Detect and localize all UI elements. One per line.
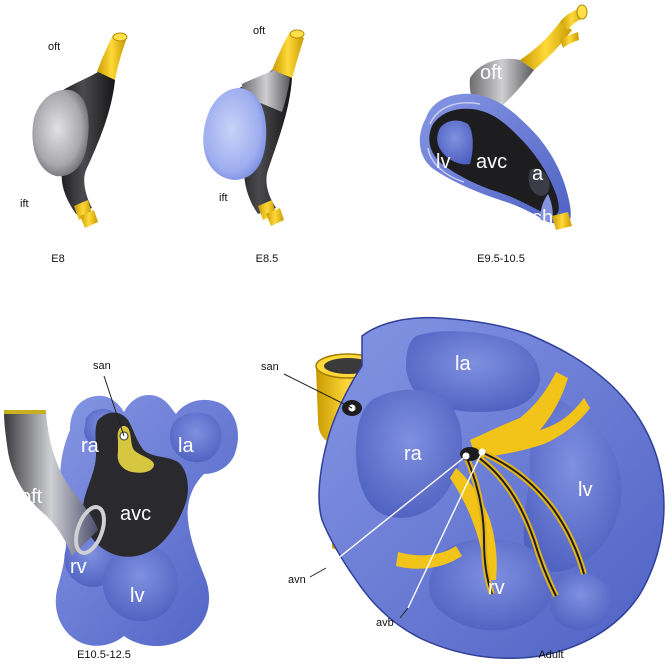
e8-oft-label: oft: [48, 41, 60, 53]
e8-5-caption: E8.5: [256, 253, 279, 265]
adult-la-label: la: [455, 353, 471, 375]
e10-5-san-label: san: [93, 360, 111, 372]
adult-rv-label: rv: [488, 577, 505, 599]
adult-san-leader: [283, 373, 353, 409]
e9-5-caption: E9.5-10.5: [477, 253, 525, 265]
e8-5-oft-label: oft: [253, 25, 265, 37]
e10-5-lv-label: lv: [130, 585, 144, 607]
e9-5-avc-label: avc: [476, 151, 507, 173]
e10-5-rv-label: rv: [70, 556, 87, 578]
adult-avn-label: avn: [288, 574, 306, 586]
adult-ra-label: ra: [404, 443, 423, 465]
e10-5-san-leader: [103, 375, 125, 437]
e8-5-heart-tube: [203, 29, 305, 226]
adult-caption: Adult: [538, 649, 563, 661]
e10-5-caption: E10.5-12.5: [77, 649, 131, 661]
e10-5-avc-label: avc: [120, 503, 151, 525]
e9-5-heart-loop: [419, 4, 588, 230]
stage-adult: san la ra lv rv avn avb Adult: [261, 316, 665, 661]
e10-5-ra-label: ra: [81, 435, 100, 457]
adult-san-label: san: [261, 361, 279, 373]
adult-avn-leader: [325, 455, 467, 569]
e8-caption: E8: [51, 253, 64, 265]
stage-e8: oft ift E8: [20, 32, 128, 265]
e8-heart-tube: [32, 32, 128, 228]
e8-5-ift-label: ift: [219, 192, 228, 204]
e9-5-lv-label: lv: [436, 151, 450, 173]
e10-5-oft-label: oft: [20, 486, 43, 508]
adult-heart-section: [315, 316, 665, 660]
e9-5-a-label: a: [532, 163, 544, 185]
e10-5-la-label: la: [178, 435, 194, 457]
stage-e10-5: san ra la oft avc rv lv E10.5-12.5: [4, 360, 238, 661]
stage-e9-5: oft lv avc a sh E9.5-10.5: [419, 4, 588, 265]
adult-avb-leader: [407, 451, 483, 609]
adult-lv-label: lv: [578, 479, 592, 501]
stage-e8-5: oft ift E8.5: [203, 25, 305, 265]
e10-5-heart-section: [4, 394, 238, 647]
e9-5-oft-label: oft: [480, 62, 503, 84]
e8-ift-label: ift: [20, 198, 29, 210]
e9-5-sh-label: sh: [532, 207, 553, 229]
adult-avb-label: avb: [376, 617, 394, 629]
